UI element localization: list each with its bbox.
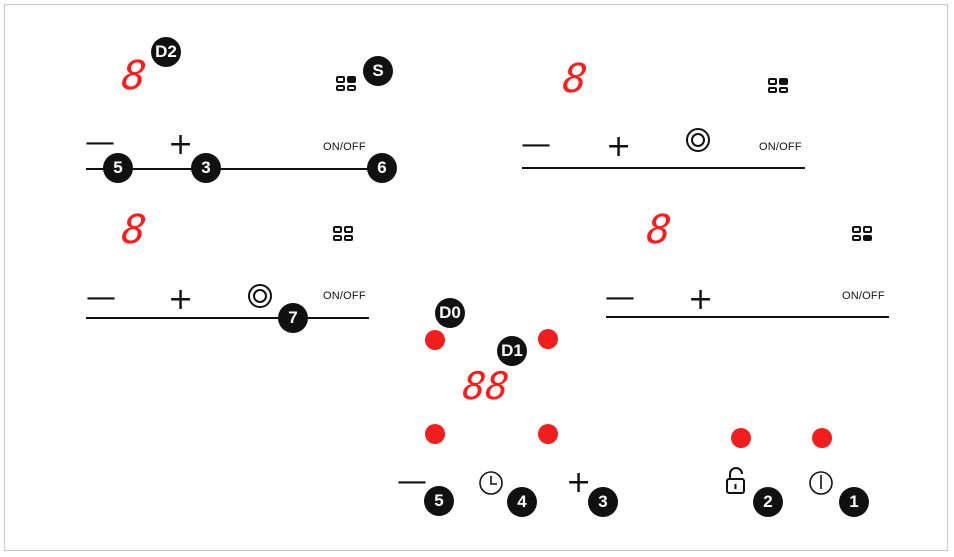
indicator-led [425,330,445,350]
zone1-slider-track[interactable] [86,168,388,170]
indicator-led [731,428,751,448]
indicator-led [425,424,445,444]
zone1-onoff-button[interactable]: ON/OFF [323,141,366,153]
heat-level-grid-icon[interactable] [852,226,872,241]
indicator-led [538,329,558,349]
power-icon[interactable] [807,469,835,497]
badge-3: 3 [191,153,221,183]
badge-d1: D1 [497,336,527,366]
badge-d0: D0 [435,298,465,328]
heat-level-grid-icon[interactable] [768,78,788,93]
zone1-display: 8 [119,53,149,99]
boost-ring-icon[interactable] [246,282,274,310]
badge-2: 2 [753,487,783,517]
zone2-minus-button[interactable]: — [521,127,551,162]
timer-minus-button[interactable]: — [397,464,427,499]
indicator-led [538,424,558,444]
hob-control-panel [4,4,948,551]
timer-display: 88 [460,364,512,408]
heat-level-grid-icon[interactable] [336,76,356,91]
badge-6: 6 [367,153,397,183]
lock-icon[interactable] [724,466,748,496]
badge-7: 7 [278,303,308,333]
zone3-minus-button[interactable]: — [86,280,116,315]
zone2-display: 8 [560,56,590,102]
zone4-onoff-button[interactable]: ON/OFF [842,290,885,302]
zone2-plus-button[interactable]: + [606,129,632,164]
badge-1: 1 [839,487,869,517]
zone2-slider-track[interactable] [522,167,805,169]
zone3-plus-button[interactable]: + [168,282,194,317]
boost-ring-icon[interactable] [684,126,712,154]
zone4-display: 8 [644,207,674,253]
zone3-slider-track[interactable] [86,317,369,319]
zone1-minus-button[interactable]: — [85,125,115,160]
zone1-plus-button[interactable]: + [168,127,194,162]
timer-plus-button[interactable]: + [566,465,592,500]
badge-5: 5 [424,486,454,516]
timer-clock-icon[interactable] [478,470,504,496]
zone4-plus-button[interactable]: + [688,282,714,317]
zone3-onoff-button[interactable]: ON/OFF [323,290,366,302]
zone2-onoff-button[interactable]: ON/OFF [759,141,802,153]
badge-5: 5 [103,153,133,183]
badge-3: 3 [588,487,618,517]
badge-4: 4 [507,487,537,517]
zone3-display: 8 [119,207,149,253]
zone4-slider-track[interactable] [606,316,889,318]
indicator-led [812,428,832,448]
badge-s: S [363,56,393,86]
zone4-minus-button[interactable]: — [605,280,635,315]
badge-d2: D2 [151,37,181,67]
heat-level-grid-icon[interactable] [333,226,353,241]
